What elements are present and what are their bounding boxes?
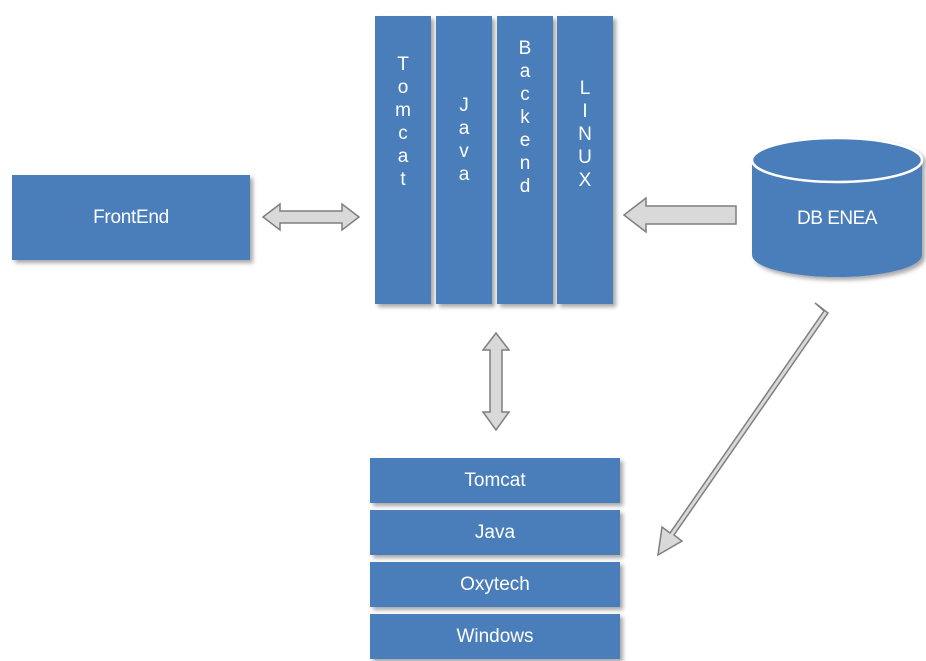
column-letter: a: [458, 164, 470, 185]
column-letter: a: [397, 146, 409, 167]
double-arrow-vertical-icon: [481, 331, 511, 432]
column-letter: X: [578, 170, 592, 191]
column-letter: U: [578, 147, 592, 168]
frontend-box: FrontEnd: [12, 175, 250, 260]
column-letter: J: [459, 95, 469, 116]
column-letter: t: [400, 169, 406, 190]
column-letter: d: [519, 176, 531, 197]
db-cylinder-icon: [750, 136, 924, 277]
column-letter: c: [398, 123, 408, 144]
column-letter: B: [518, 38, 532, 59]
column-letter: n: [519, 153, 531, 174]
arrow-left-icon: [622, 196, 737, 234]
column-letter: m: [395, 100, 411, 121]
db-label: DB ENEA: [797, 208, 877, 229]
double-arrow-horizontal-icon: [261, 202, 361, 232]
column-letter: v: [459, 141, 469, 162]
client-stack-java: Java: [370, 510, 620, 555]
column-letter: o: [397, 77, 409, 98]
frontend-label: FrontEnd: [93, 206, 169, 228]
column-letter: c: [520, 84, 530, 105]
column-letter: e: [519, 130, 531, 151]
client-stack-tomcat: Tomcat: [370, 458, 620, 503]
column-letter: k: [520, 107, 530, 128]
column-letter: L: [579, 78, 591, 99]
column-letter: a: [519, 61, 531, 82]
client-stack-oxytech: Oxytech: [370, 562, 620, 607]
column-letter: T: [397, 54, 409, 75]
arrow-diagonal-icon: [657, 302, 830, 557]
column-letter: a: [458, 118, 470, 139]
column-letter: N: [578, 124, 592, 145]
column-letter: I: [582, 101, 588, 122]
client-stack-windows: Windows: [370, 614, 620, 659]
